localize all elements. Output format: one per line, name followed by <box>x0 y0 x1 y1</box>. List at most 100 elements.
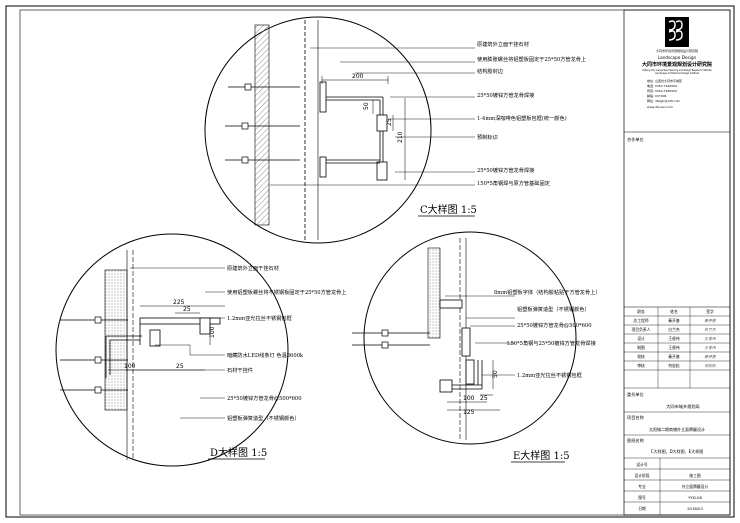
contact-line-2: 电话: 0352-7630000 <box>647 83 677 88</box>
cooperation-label: 合作单位 <box>627 136 644 143</box>
detail-d-note-1: 原建筑外立面干挂石材 <box>227 264 279 272</box>
field-value: 施工图 <box>689 473 701 478</box>
detail-e-dim-4: 125 <box>463 409 475 416</box>
sign-row-signature: 秦开基 <box>704 318 717 323</box>
detail-e-frame <box>439 299 483 393</box>
sign-row-signature: 秦开基 <box>704 354 717 359</box>
detail-c-dim-1: 200 <box>352 73 364 80</box>
detail-e-dimensions <box>447 360 500 411</box>
detail-c-leaders <box>270 47 475 186</box>
detail-c-frame <box>319 81 388 181</box>
detail-d-dim-1: 225 <box>173 299 185 306</box>
detail-d-note-6: 25*50镀锌方管龙骨@500*600 <box>227 394 302 402</box>
detail-c-dim-3: 25 <box>386 118 393 126</box>
field-label: 设计阶段 <box>634 473 649 478</box>
sign-table <box>624 307 730 389</box>
sign-row-signature: 白兰杰 <box>704 327 717 332</box>
sign-row-signature: 王俊伟 <box>704 336 717 341</box>
field-value: YYD-08 <box>688 495 702 500</box>
contact-line-5: 网址: dtzjgh@126.com <box>647 98 680 103</box>
field-label: 日期 <box>638 506 646 511</box>
project-label: 项目名称 <box>627 414 644 421</box>
sheet-outer-border <box>5 5 735 518</box>
sign-row-role: 设计 <box>637 336 645 341</box>
detail-c-dimensions <box>321 76 406 180</box>
sign-row-role: 审核 <box>637 363 645 368</box>
detail-c-note-3: 结构胶封边 <box>477 67 504 75</box>
sign-header-name: 姓名 <box>670 309 678 314</box>
detail-e-circle <box>363 231 577 445</box>
project-value: 太阳城二期商铺外立面牌匾设计 <box>649 426 705 432</box>
sign-row-name: 白兰杰 <box>668 327 680 332</box>
contact-line-1: 地址: 山西省大同市平城区 <box>647 78 682 83</box>
detail-d-dim-3: 100 <box>209 326 216 338</box>
sign-row-name: 王俊伟 <box>668 345 680 350</box>
detail-e-title: E大样图 1:5 <box>513 449 570 462</box>
drawing-label: 图纸名称 <box>627 437 644 444</box>
detail-d-leaders <box>125 267 225 419</box>
logo-en: Landscape Design <box>658 55 697 60</box>
detail-c-wall <box>254 24 270 226</box>
company-en-line-2: Landscape Architecture Design Institute <box>655 72 700 75</box>
detail-d-note-4: 暗藏防水LED线条灯 色温3600k <box>227 351 304 359</box>
detail-d-bolts <box>60 316 128 394</box>
detail-c-bolts <box>225 83 300 164</box>
detail-c-title: C大样图 1:5 <box>420 203 477 216</box>
detail-d-dim-5: 100 <box>124 363 136 370</box>
detail-c-note-2: 使用膨胀螺丝将铝塑板固定于25*50方管龙骨上 <box>477 55 586 63</box>
detail-e-note-5: 1.2mm亚光拉丝不锈钢包框 <box>517 371 582 379</box>
detail-e-wall <box>427 247 441 339</box>
detail-d: 225 25 100 25 100 原建筑外立面干挂石材 使用铝塑板螺丝将不锈钢… <box>55 233 347 467</box>
field-value: 2018/03 <box>687 506 703 511</box>
sheet-inner-border <box>19 9 731 516</box>
contact-line-6: www.dtyuan.com <box>647 105 673 109</box>
sign-row-name: 何宏松 <box>668 363 680 368</box>
field-label: 图号 <box>638 495 646 500</box>
detail-e-note-2: 铝塑板弹簧造型（不锈钢颜色） <box>517 305 590 313</box>
contact-line-4: 邮编: 037006 <box>647 93 667 98</box>
detail-e-note-4: L50*5角钢与25*50镀锌方管龙骨焊接 <box>507 339 596 347</box>
sign-row-name: 王俊伟 <box>668 336 680 341</box>
detail-c-note-7: 25*50镀锌方管龙骨焊接 <box>477 166 534 174</box>
sign-row-role: 项目负责人 <box>632 327 651 332</box>
detail-e-dim-3: 100 <box>463 395 475 402</box>
sign-row-signature: 何宏松 <box>704 363 717 368</box>
detail-e-note-3: 25*50镀锌方管龙骨@500*600 <box>517 321 592 329</box>
detail-c-dim-2: 50 <box>363 102 370 110</box>
sign-row-name: 秦开基 <box>668 318 680 323</box>
detail-c-note-4: 25*50镀锌方管龙骨焊接 <box>477 91 534 99</box>
company-logo: 大同市环境景观规划设计研究院 Landscape Design <box>656 17 698 60</box>
detail-c-circle <box>204 16 432 244</box>
sign-row-role: 总工程师 <box>633 318 648 323</box>
drawing-value: C大样图、D大样图、E大样图 <box>651 448 703 454</box>
company-name: 大同市环境景观规划设计研究院 <box>642 61 712 68</box>
title-block: 大同市环境景观规划设计研究院 Landscape Design 大同市环境景观规… <box>623 9 731 516</box>
detail-d-dim-2: 25 <box>183 306 191 313</box>
sign-header-role: 职务 <box>637 309 645 314</box>
detail-e-leaders <box>445 295 515 376</box>
client-label: 委托单位 <box>627 391 644 398</box>
detail-e-dim-2: 25 <box>480 395 488 402</box>
detail-c-note-6: 预制标识 <box>477 133 498 141</box>
field-label: 专业 <box>638 484 646 489</box>
detail-c-note-5: 1-4mm深咖啡色铝塑板包框(统一颜色) <box>477 114 567 122</box>
detail-c: 200 50 25 210 原建筑外立面干挂石材 使用膨胀螺丝将铝塑板固定于25… <box>204 16 586 244</box>
detail-d-circle <box>55 233 289 467</box>
detail-d-note-3: 1.2mm亚光拉丝不锈钢包框 <box>227 314 292 322</box>
detail-c-note-1: 原建筑外立面干挂石材 <box>477 40 529 48</box>
contact-line-3: 传真: 0352-7630000 <box>647 88 677 93</box>
sign-header-sign: 签字 <box>706 309 714 314</box>
sign-row-signature: 王俊伟 <box>704 345 717 350</box>
detail-d-note-2: 使用铝塑板螺丝将不锈钢板固定于25*50方管龙骨上 <box>227 288 347 296</box>
company-en-line-1: Datong City Landscape Planning and Desig… <box>642 69 712 72</box>
sign-row-name: 秦开基 <box>668 354 680 359</box>
field-value: 外立面牌匾设计 <box>682 484 709 489</box>
detail-d-note-5: 石材干挂件 <box>227 366 253 374</box>
sign-row-role: 制图 <box>637 345 645 350</box>
detail-d-dim-4: 25 <box>176 363 184 370</box>
field-label: 设计号 <box>636 462 648 467</box>
sign-row-role: 校核 <box>637 354 645 359</box>
detail-c-note-8: 150*5角钢焊与原方管基础固定 <box>477 179 550 187</box>
client-value: 大同市城乡规划局 <box>666 403 700 410</box>
